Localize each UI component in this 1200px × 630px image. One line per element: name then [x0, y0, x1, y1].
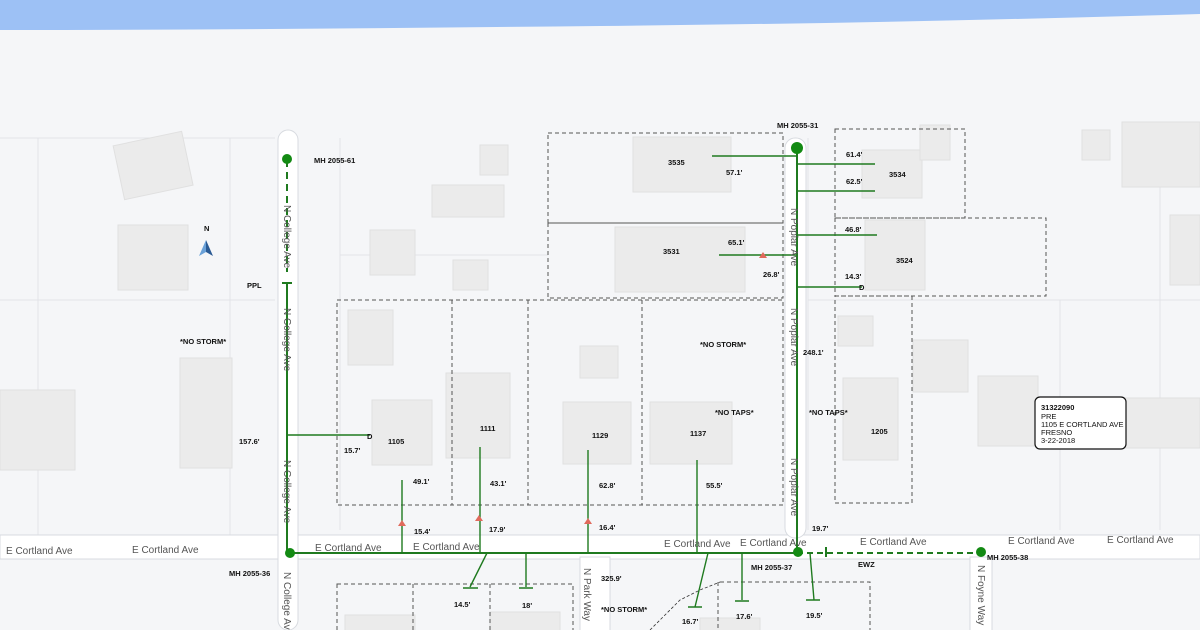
lot-boundaries: [336, 128, 1047, 630]
length-label: 18': [522, 601, 532, 610]
road-label: E Cortland Ave: [664, 539, 731, 550]
manhole-2055-37[interactable]: [793, 547, 803, 557]
road-label: E Cortland Ave: [1008, 536, 1075, 547]
length-label: 17.6': [736, 612, 753, 621]
address-labels: 3535 3531 3534 3524 1105 1111 1129 1137 …: [388, 158, 914, 446]
length-label: 14.5': [454, 600, 471, 609]
length-label: 15.4': [414, 527, 431, 536]
length-labels: 57.1' 65.1' 26.8' 61.4' 62.5' 46.8' 14.3…: [239, 150, 863, 626]
length-label: 43.1': [490, 479, 507, 488]
address-label: 3531: [663, 247, 680, 256]
popup-date: 3-22-2018: [1041, 436, 1075, 445]
road-label: E Cortland Ave: [132, 545, 199, 556]
popup-type: PRE: [1041, 412, 1056, 421]
road-label: N College Ave: [281, 205, 292, 269]
address-label: 1105: [388, 437, 404, 446]
north-label: N: [204, 224, 209, 233]
length-label: 16.4': [599, 523, 616, 532]
warning-icon[interactable]: [398, 520, 406, 526]
note-label: *NO STORM*: [700, 340, 746, 349]
warning-icon[interactable]: [475, 515, 483, 521]
manhole-label: MH 2055-61: [314, 156, 355, 165]
length-label: 19.5': [806, 611, 823, 620]
note-label: EWZ: [858, 560, 875, 569]
length-label: 46.8': [845, 225, 862, 234]
manhole-label: MH 2055-37: [751, 563, 792, 572]
road-label: N College Ave: [281, 308, 292, 372]
length-label: 26.8': [763, 270, 780, 279]
address-label: 1111: [480, 424, 495, 433]
length-label: 62.8': [599, 481, 616, 490]
length-label: 157.6': [239, 437, 260, 446]
manhole-2055-36[interactable]: [285, 548, 295, 558]
note-labels: PPL *NO STORM* *NO STORM* *NO TAPS* *NO …: [180, 281, 875, 614]
warning-icon[interactable]: [584, 518, 592, 524]
road-label: N Park Way: [581, 568, 592, 621]
length-label: 55.5': [706, 481, 723, 490]
note-label: *NO STORM*: [180, 337, 226, 346]
sewer-laterals: [287, 155, 877, 608]
manhole-2055-61[interactable]: [282, 154, 292, 164]
length-label: 65.1': [728, 238, 745, 247]
length-label: 15.7': [344, 446, 361, 455]
note-label: *NO TAPS*: [809, 408, 848, 417]
length-label: 325.9': [601, 574, 622, 583]
note-label: *NO STORM*: [601, 605, 647, 614]
road-label: E Cortland Ave: [740, 538, 807, 549]
address-label: 3534: [889, 170, 907, 179]
water-body: [0, 0, 1200, 30]
buildings: [0, 121, 1200, 630]
road-label: E Cortland Ave: [413, 542, 480, 553]
manhole-label: MH 2055-36: [229, 569, 270, 578]
north-arrow-icon: N: [199, 224, 213, 256]
warning-icon[interactable]: [759, 252, 767, 258]
length-label: 57.1': [726, 168, 743, 177]
note-label: D: [367, 432, 373, 441]
address-label: 3535: [668, 158, 685, 167]
parcel-lines: [0, 130, 1200, 540]
length-label: 62.5': [846, 177, 863, 186]
road-label: N College Ave: [281, 460, 292, 524]
length-label: 19.7': [812, 524, 829, 533]
road-label: N Poplar Ave: [788, 308, 799, 367]
road-label: N Poplar Ave: [788, 208, 799, 267]
road-labels: N College Ave N College Ave N College Av…: [6, 205, 1174, 630]
road-label: E Cortland Ave: [860, 537, 927, 548]
road-label: N Foyne Way: [975, 565, 986, 625]
popup-address: 1105 E CORTLAND AVE: [1041, 420, 1124, 429]
length-label: 14.3': [845, 272, 862, 281]
length-label: 16.7': [682, 617, 699, 626]
length-label: 17.9': [489, 525, 506, 534]
road-label: E Cortland Ave: [1107, 535, 1174, 546]
roads: [0, 129, 1200, 630]
popup-id: 31322090: [1041, 403, 1074, 412]
feature-popup[interactable]: 31322090 PRE 1105 E CORTLAND AVE FRESNO …: [1034, 396, 1127, 450]
note-label: D: [859, 283, 865, 292]
length-label: 61.4': [846, 150, 863, 159]
address-label: 3524: [896, 256, 914, 265]
note-label: PPL: [247, 281, 262, 290]
manhole-2055-38[interactable]: [976, 547, 986, 557]
note-label: *NO TAPS*: [715, 408, 754, 417]
address-label: 1129: [592, 431, 608, 440]
address-label: 1137: [690, 429, 706, 438]
road-label: N College Ave: [281, 572, 292, 630]
road-label: N Poplar Ave: [788, 458, 799, 517]
popup-city: FRESNO: [1041, 428, 1072, 437]
manhole-labels: MH 2055-61 MH 2055-31 MH 2055-36 MH 2055…: [229, 121, 1028, 578]
manhole-2055-31[interactable]: [791, 142, 803, 154]
length-label: 49.1': [413, 477, 430, 486]
manhole-label: MH 2055-31: [777, 121, 818, 130]
address-label: 1205: [871, 427, 888, 436]
length-label: 248.1': [803, 348, 824, 357]
warning-icons[interactable]: [398, 252, 767, 526]
manhole-label: MH 2055-38: [987, 553, 1028, 562]
road-label: E Cortland Ave: [6, 546, 73, 557]
road-label: E Cortland Ave: [315, 543, 382, 554]
sewer-mains: [282, 148, 980, 557]
